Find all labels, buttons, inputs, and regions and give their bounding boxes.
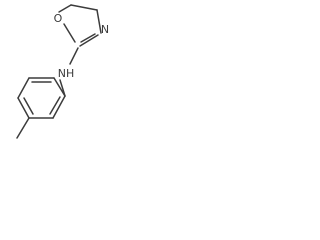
bond-c2-n3-outer: [79, 34, 99, 47]
bond-c2-nh: [69, 47, 79, 65]
oxazoline-ring: [58, 4, 102, 47]
bond-ar-4: [17, 77, 30, 99]
bond-c5-c4: [70, 4, 98, 11]
bond-c4-n3: [96, 9, 102, 34]
bond-ar-3: [17, 97, 30, 119]
benzene-ring: [17, 77, 66, 119]
amine-label: NH: [58, 67, 75, 80]
bond-ar-inner-2: [23, 97, 34, 115]
bond-o-c5: [58, 4, 72, 13]
bond-methyl: [16, 117, 30, 139]
oxygen-label: O: [54, 12, 63, 25]
chemical-structure-diagram: O N NH: [16, 4, 109, 139]
bond-o-c2: [63, 23, 76, 43]
bond-ar-6: [53, 77, 66, 97]
bond-ar-1: [52, 95, 66, 119]
bond-ar-inner-1: [49, 96, 61, 115]
bond-c2-n3-inner: [80, 33, 96, 43]
ring-nitrogen-label: N: [101, 23, 109, 36]
